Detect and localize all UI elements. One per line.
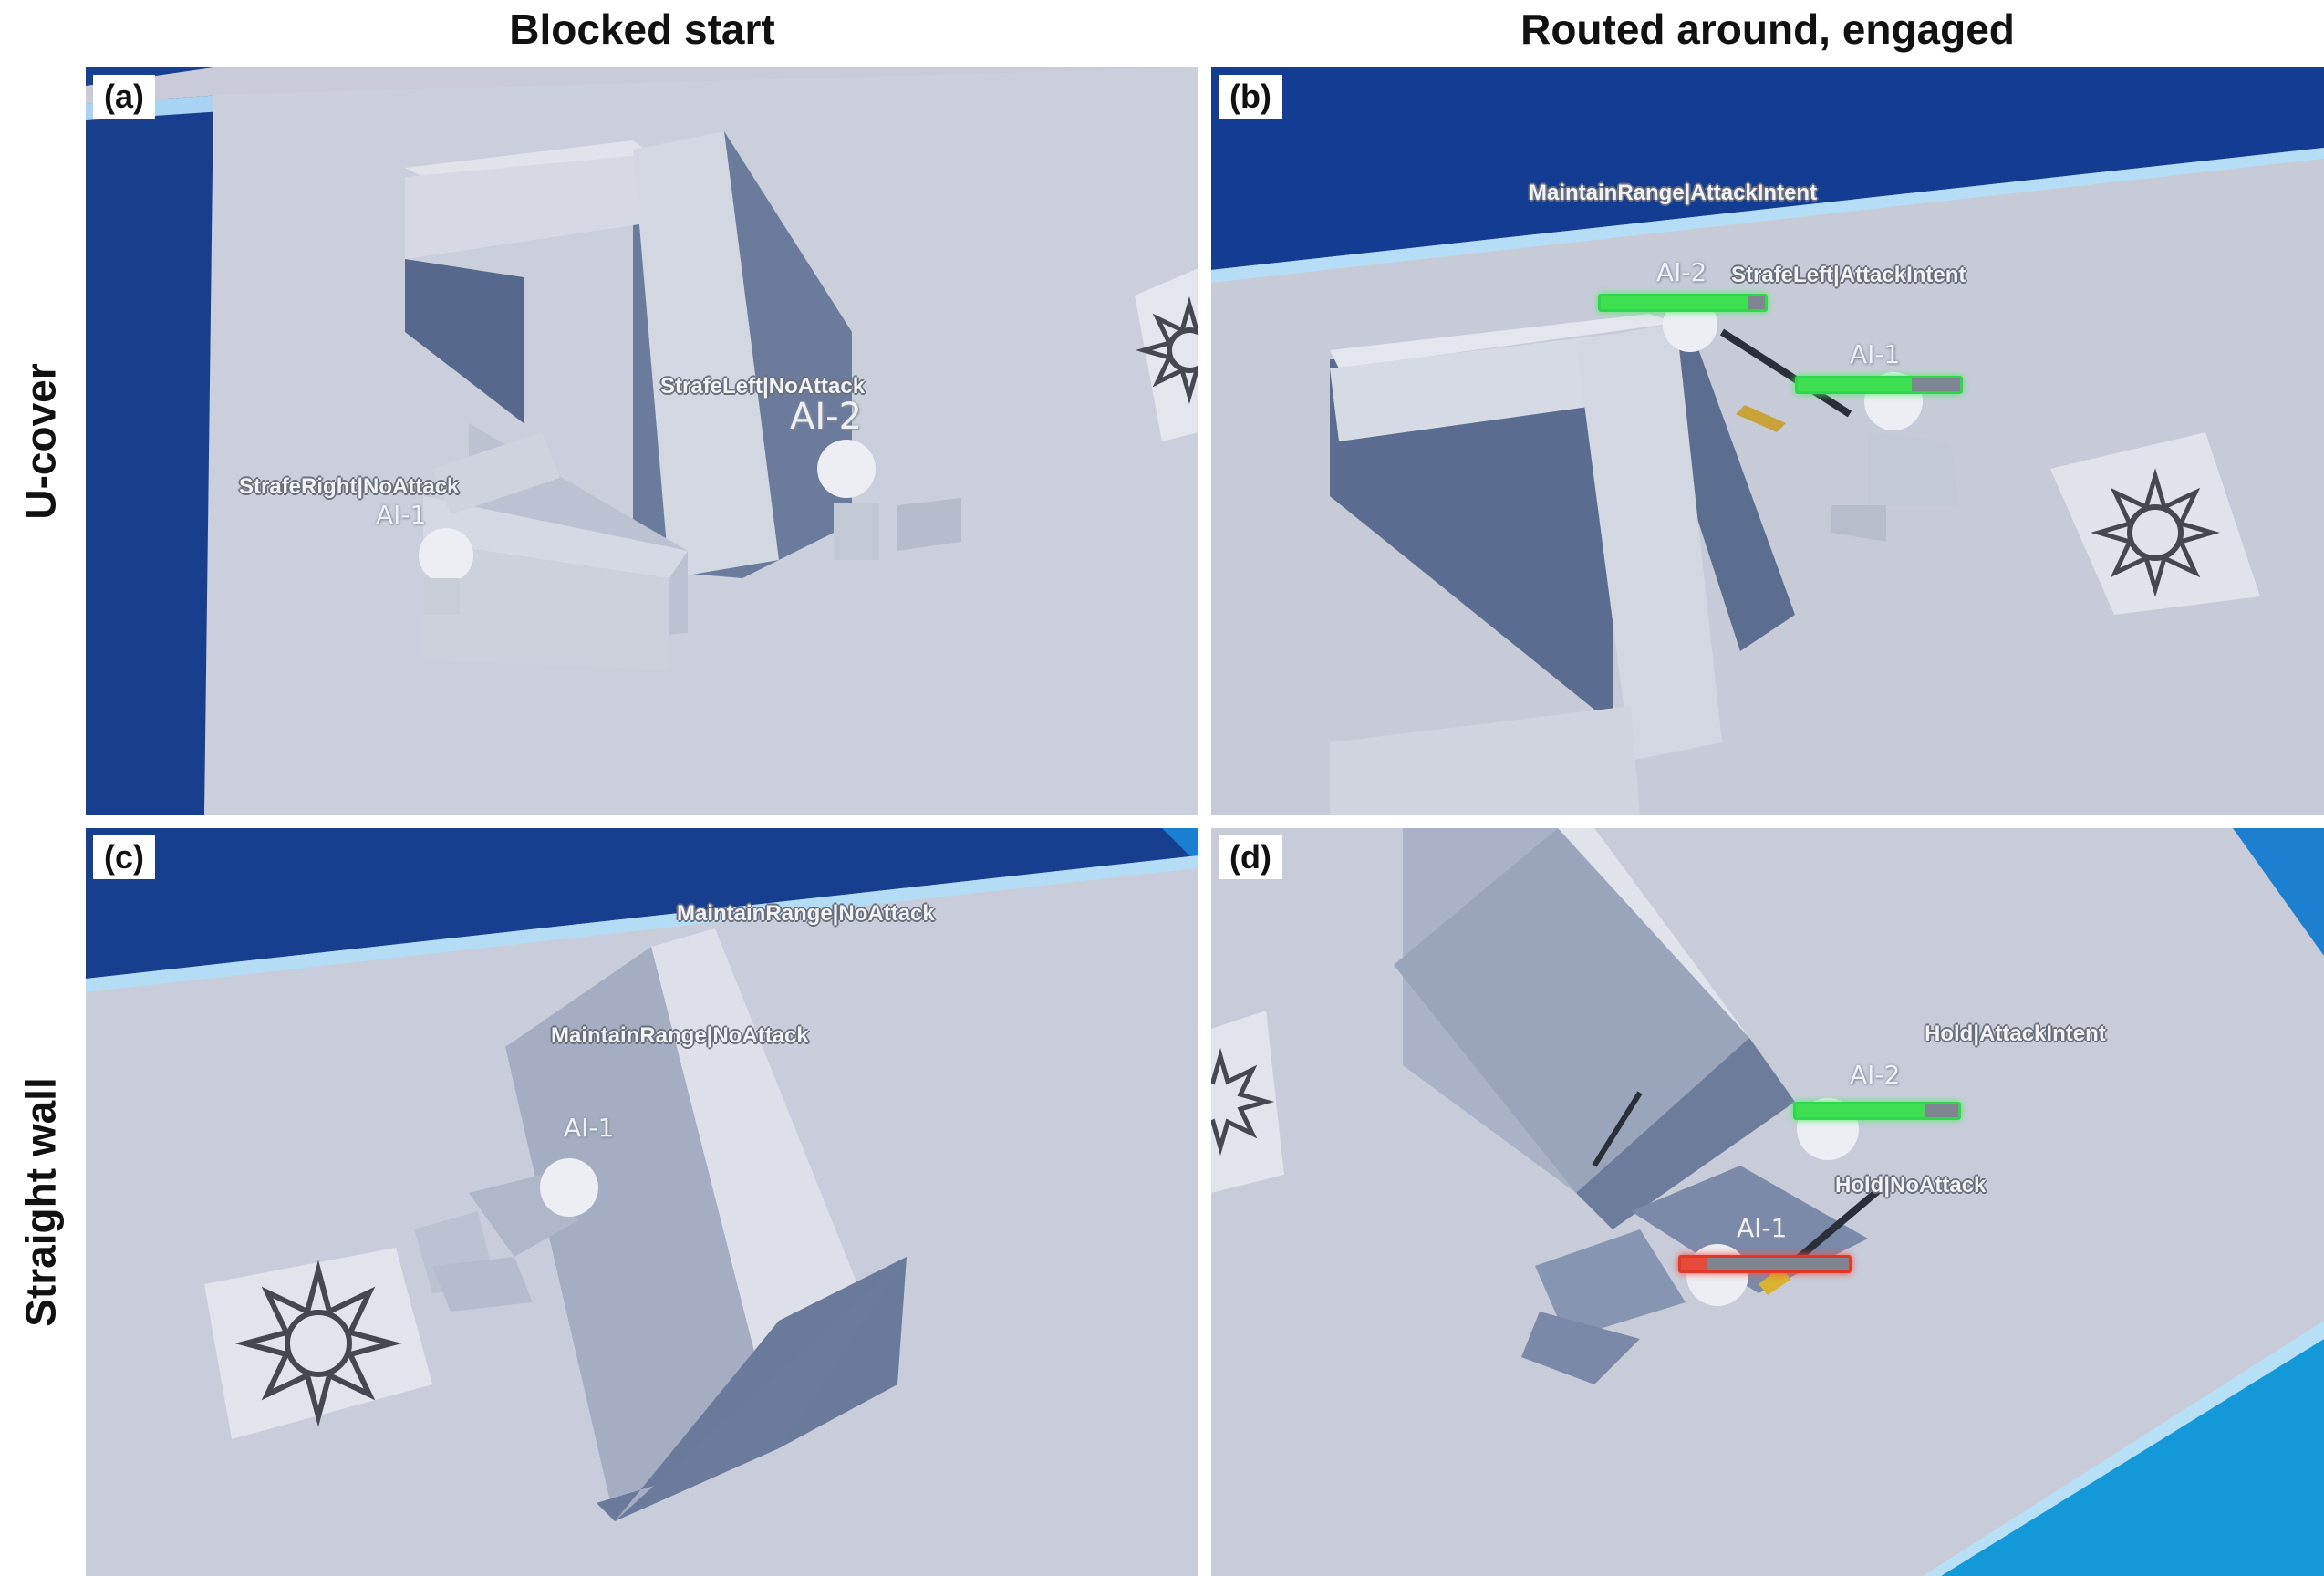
- spawn-star-icon: [234, 1260, 402, 1427]
- ai1-state-label: Hold|NoAttack: [1835, 1173, 1987, 1198]
- row-title-straight-wall: Straight wall: [0, 828, 82, 1576]
- ai1-health-bar: [1678, 1255, 1852, 1273]
- panel-d: (d) Hold|AttackIntent AI-2 Hold|NoAttack…: [1211, 828, 2324, 1576]
- ai2-name-label: AI-2: [1850, 1060, 1901, 1090]
- ai1-state-label: MaintainRange|NoAttack: [551, 1023, 809, 1048]
- panel-d-scene: [1211, 828, 2324, 1576]
- ai2-state-label: StrafeLeft|NoAttack: [660, 374, 866, 399]
- ai2-state-label: Hold|AttackIntent: [1925, 1021, 2106, 1046]
- column-title-routed-around: Routed around, engaged: [1520, 5, 2015, 53]
- ai1-name-label: AI-1: [564, 1113, 615, 1143]
- top-state-label: MaintainRange|NoAttack: [677, 901, 935, 926]
- spawn-star-icon: [2091, 468, 2220, 597]
- ai2-health-fill: [1796, 1104, 1926, 1117]
- panel-b: (b) MaintainRange|AttackIntent AI-2 Stra…: [1211, 67, 2324, 815]
- panel-b-scene: [1211, 67, 2324, 815]
- ai2-health-bar: [1598, 294, 1768, 312]
- ai2-name-label: AI-2: [790, 396, 863, 438]
- row-title-u-cover: U-cover: [0, 67, 82, 815]
- column-title-blocked-start: Blocked start: [509, 5, 775, 53]
- panel-a-scene: [86, 67, 1198, 815]
- row-title-straight-wall-text: Straight wall: [17, 1077, 66, 1327]
- ai1-name-label: AI-1: [1850, 339, 1901, 369]
- ai1-name-label: AI-1: [376, 500, 427, 530]
- ai2-health-fill: [1601, 296, 1748, 309]
- ai1-health-bar: [1795, 376, 1963, 394]
- panel-c: (c) MaintainRange|NoAttack MaintainRange…: [86, 828, 1198, 1576]
- ai1-health-fill: [1681, 1258, 1707, 1270]
- panel-c-scene: [86, 828, 1198, 1576]
- row-title-u-cover-text: U-cover: [17, 363, 66, 520]
- ai1-health-fill: [1798, 378, 1912, 391]
- ai2-name-label: AI-2: [1656, 257, 1707, 287]
- ai1-state-label: StrafeRight|NoAttack: [239, 474, 460, 499]
- ai2-health-bar: [1793, 1102, 1961, 1120]
- top-state-label: MaintainRange|AttackIntent: [1529, 181, 1818, 205]
- panel-d-label: (d): [1219, 835, 1282, 879]
- ai2-state-label: StrafeLeft|AttackIntent: [1731, 263, 1966, 287]
- panel-b-label: (b): [1219, 75, 1282, 119]
- spawn-star-icon: [1135, 296, 1198, 405]
- ai1-name-label: AI-1: [1737, 1213, 1788, 1243]
- panel-a-label: (a): [93, 75, 155, 119]
- panel-c-label: (c): [93, 835, 155, 879]
- spawn-star-icon: [1211, 1047, 1275, 1156]
- panel-a: (a) StrafeLeft|NoAttack AI-2 StrafeRight…: [86, 67, 1198, 815]
